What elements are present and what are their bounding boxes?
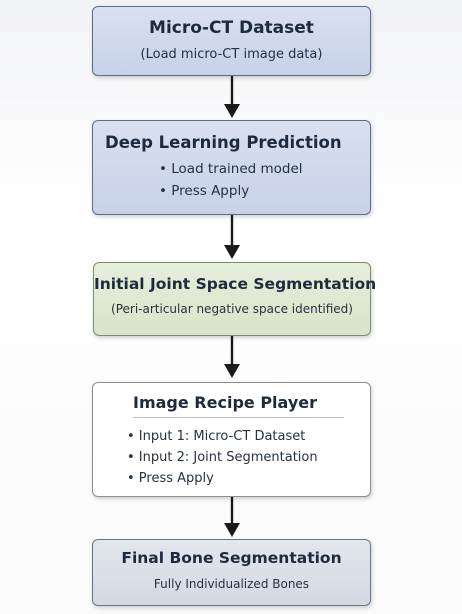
step-title: Final Bone Segmentation — [121, 549, 342, 567]
step-image-recipe-player: Image Recipe Player • Input 1: Micro-CT … — [92, 382, 371, 497]
step-bullet: • Input 2: Joint Segmentation — [127, 450, 318, 465]
step-title: Image Recipe Player — [133, 393, 317, 412]
down-arrow-icon — [224, 215, 240, 259]
divider — [133, 417, 344, 418]
step-bullet: • Press Apply — [127, 471, 214, 486]
step-bullet: • Input 1: Micro-CT Dataset — [127, 429, 306, 444]
step-initial-joint-space-segmentation: Initial Joint Space Segmentation (Peri-a… — [93, 262, 377, 336]
down-arrow-icon — [224, 336, 240, 378]
step-title: Initial Joint Space Segmentation — [94, 275, 377, 293]
step-bullet: • Press Apply — [159, 183, 250, 199]
step-subtitle: (Load micro-CT image data) — [140, 47, 323, 62]
step-subtitle: (Peri-articular negative space identifie… — [111, 302, 353, 316]
step-final-bone-segmentation: Final Bone Segmentation Fully Individual… — [92, 539, 371, 606]
step-title: Micro-CT Dataset — [149, 18, 314, 38]
step-deep-learning-prediction: Deep Learning Prediction • Load trained … — [92, 120, 371, 215]
step-subtitle: Fully Individualized Bones — [153, 577, 310, 591]
down-arrow-icon — [224, 76, 240, 118]
step-micro-ct-dataset: Micro-CT Dataset (Load micro-CT image da… — [92, 6, 371, 76]
step-bullet: • Load trained model — [159, 161, 303, 177]
down-arrow-icon — [224, 497, 240, 537]
step-title: Deep Learning Prediction — [105, 133, 342, 152]
